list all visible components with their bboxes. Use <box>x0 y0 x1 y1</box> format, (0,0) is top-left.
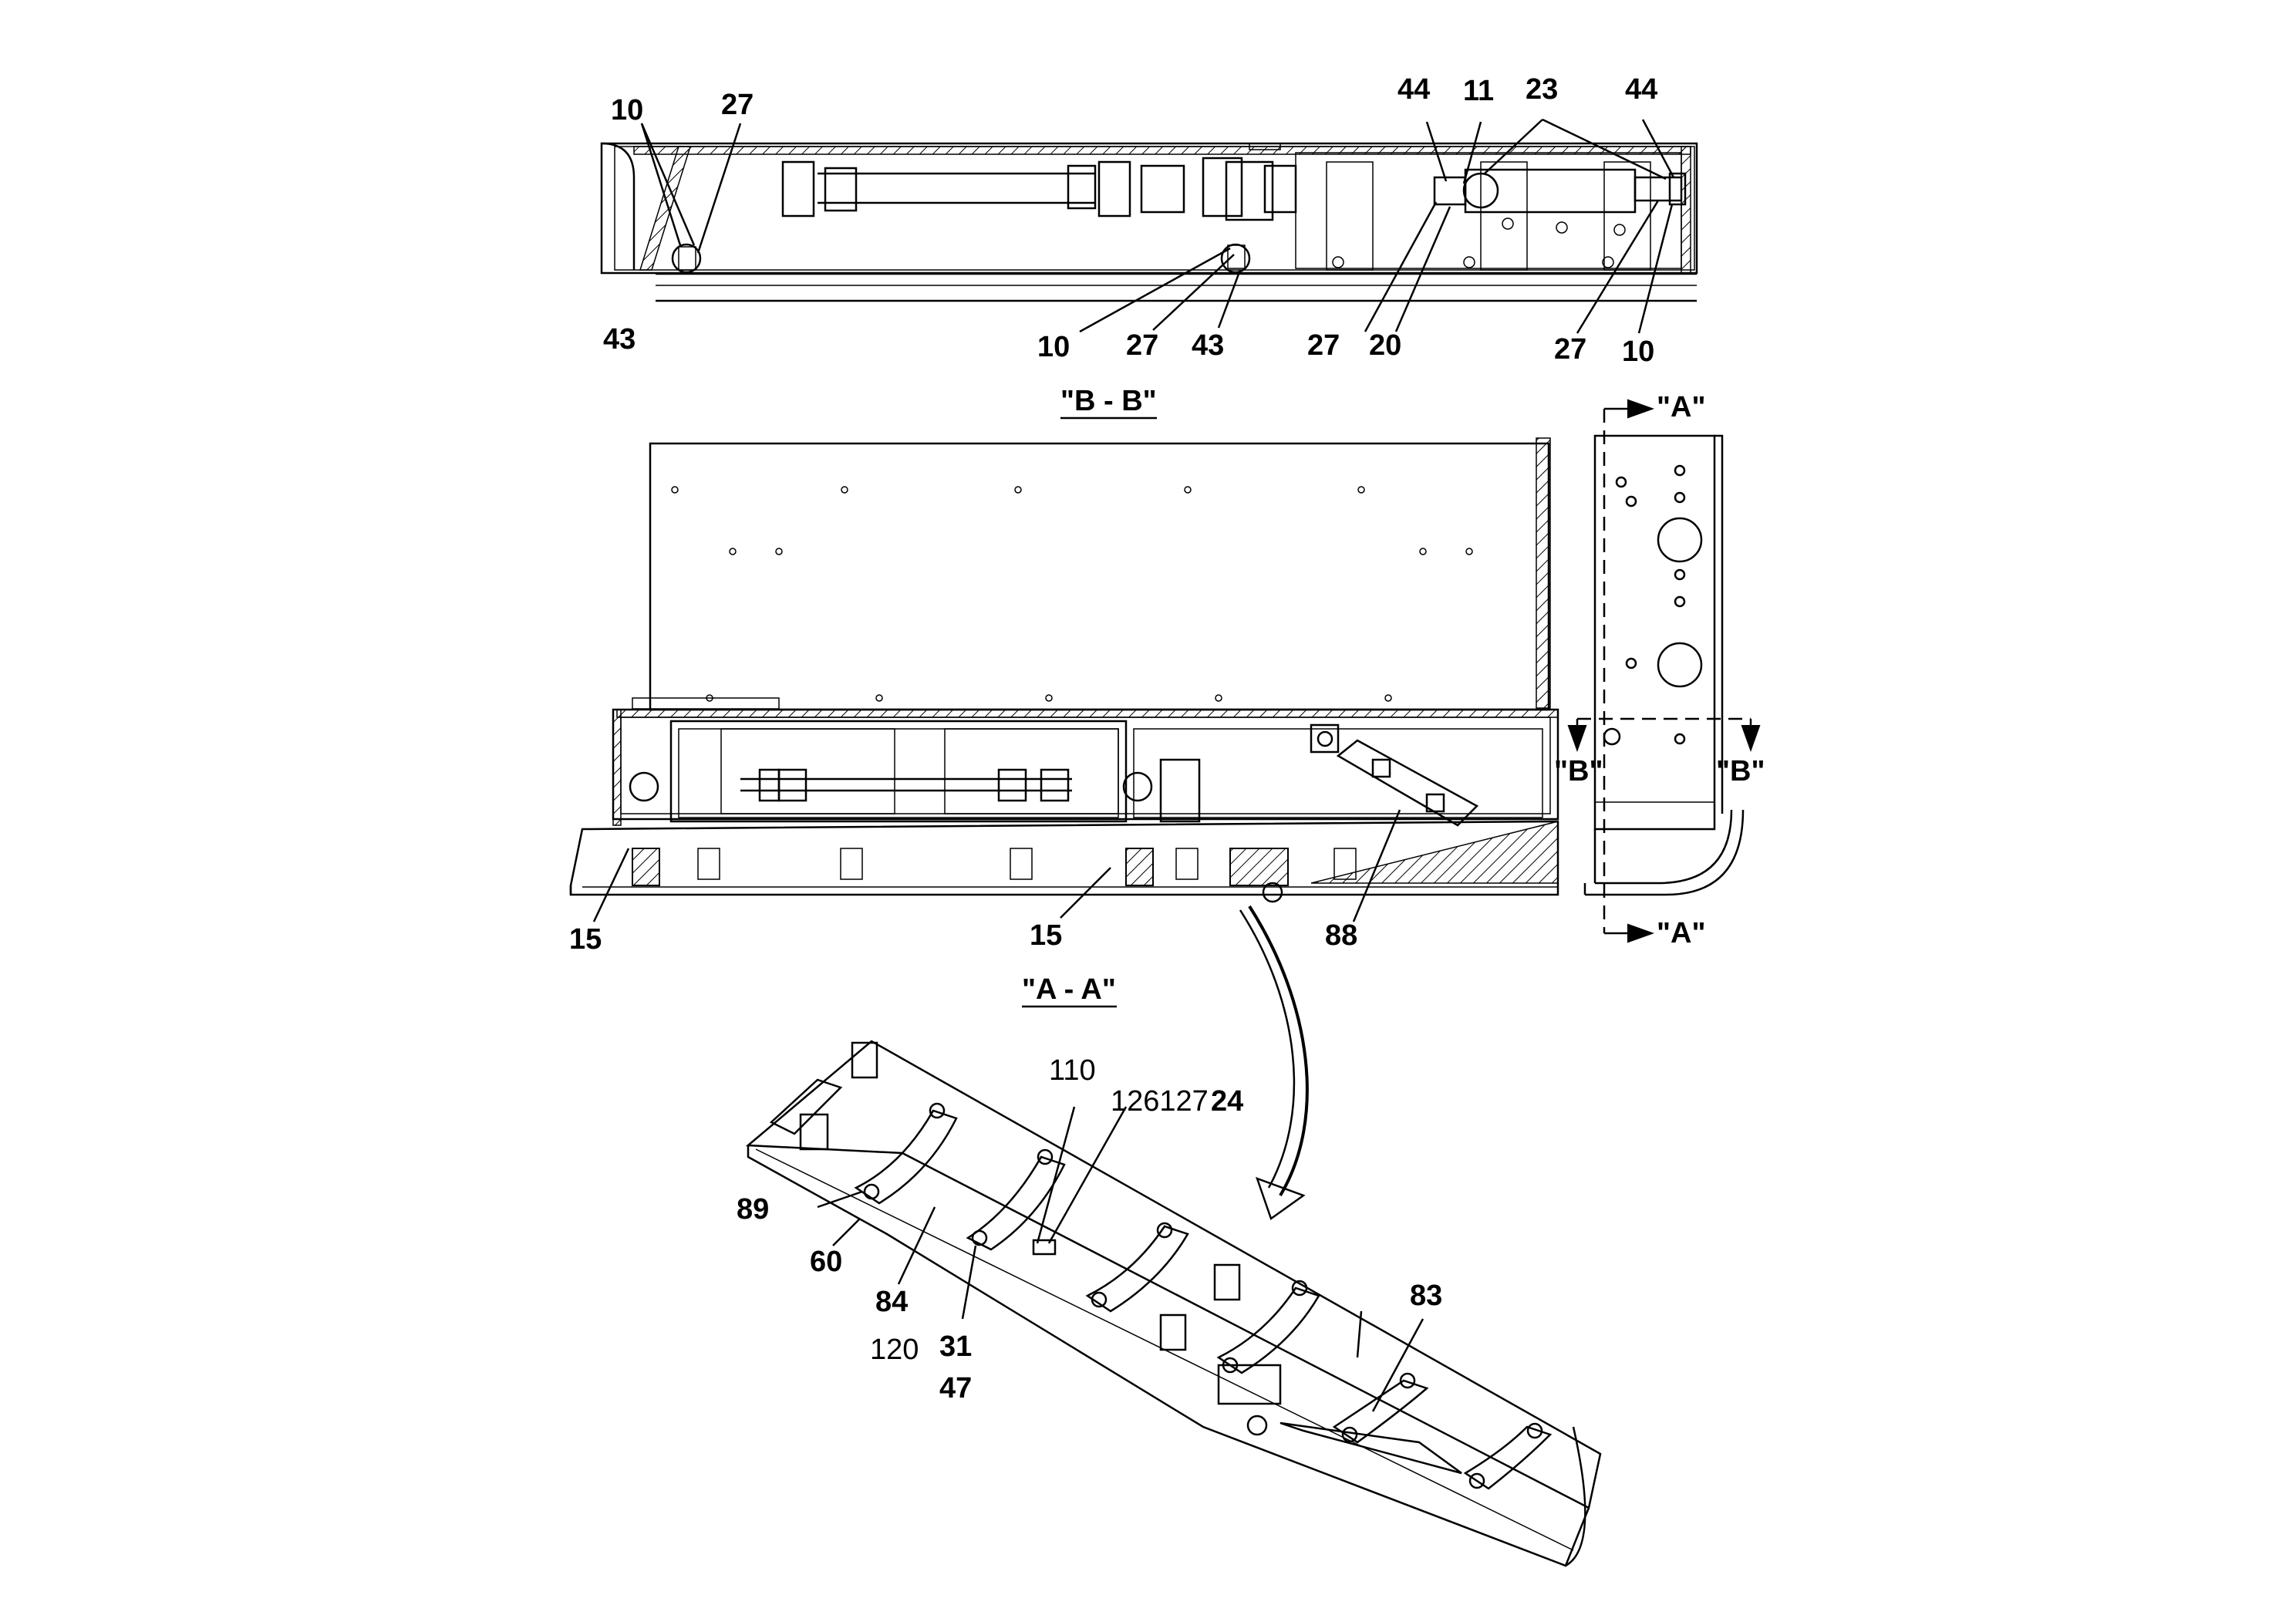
isometric-detail <box>745 1040 1602 1567</box>
callout-20: 20 <box>1369 329 1401 362</box>
callout-27: 27 <box>1554 333 1586 366</box>
callout-83: 83 <box>1410 1280 1442 1312</box>
callout-110: 110 <box>1049 1054 1096 1087</box>
callout-27: 27 <box>1307 329 1340 362</box>
callout-89: 89 <box>737 1193 769 1226</box>
callout-43: 43 <box>1192 329 1224 362</box>
callout-15: 15 <box>569 923 602 956</box>
end-view <box>1567 399 1761 943</box>
leaders-bb <box>640 118 1675 334</box>
detail-arrowhead <box>1255 1176 1306 1220</box>
section-label-a-top: "A" <box>1657 391 1705 423</box>
section-label-b-right: "B" <box>1716 755 1765 787</box>
callout-31: 31 <box>939 1330 972 1363</box>
detail-arrow <box>1248 905 1309 1197</box>
section-view-bb <box>600 142 1698 302</box>
detail-arrow-inner <box>1239 909 1296 1189</box>
section-label-a-bottom: "A" <box>1657 917 1705 949</box>
callout-43: 43 <box>603 323 636 356</box>
callout-60: 60 <box>810 1246 842 1278</box>
callout-23: 23 <box>1526 73 1558 106</box>
section-view-aa <box>569 437 1559 903</box>
callout-27: 27 <box>1126 329 1158 362</box>
leaders-aa <box>592 809 1401 922</box>
callout-27: 27 <box>721 89 754 121</box>
callout-47: 47 <box>939 1372 972 1404</box>
callout-11: 11 <box>1463 75 1494 107</box>
view-title-aa: "A - A" <box>1022 973 1116 1006</box>
callout-44: 44 <box>1397 73 1430 106</box>
callout-88: 88 <box>1325 919 1357 952</box>
callout-24: 24 <box>1211 1085 1243 1118</box>
callout-120: 120 <box>870 1334 919 1366</box>
callout-10: 10 <box>611 94 643 126</box>
callout-84: 84 <box>875 1286 908 1318</box>
callout-126127: 126127 <box>1111 1085 1209 1118</box>
view-title-bb: "B - B" <box>1060 385 1157 417</box>
callout-10: 10 <box>1622 336 1654 368</box>
callout-15: 15 <box>1030 919 1062 952</box>
leaders-iso <box>817 1106 1424 1412</box>
section-label-b-left: "B" <box>1554 755 1603 787</box>
callout-44: 44 <box>1625 73 1657 106</box>
callout-10: 10 <box>1037 331 1070 363</box>
